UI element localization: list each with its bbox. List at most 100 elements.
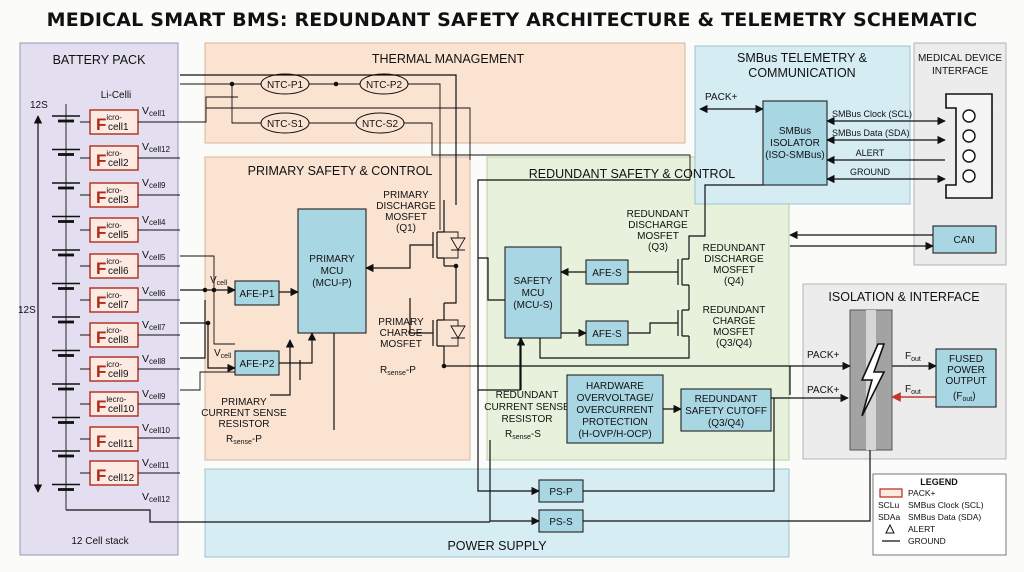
vcell-label: Vcell9 (142, 388, 166, 401)
wire-vcell-afe-p2-b (180, 255, 235, 345)
fused-output-block (935, 348, 997, 408)
legend-text: SMBus Clock (SCL) (908, 500, 984, 510)
isolation-fout-1: Fout (905, 351, 921, 363)
primary-header: PRIMARY SAFETY & CONTROL (248, 164, 433, 178)
isolation-pack-plus-1: PACK+ (807, 350, 839, 361)
smbus-isolator-line2: ISOLATOR (770, 138, 820, 149)
legend-text: ALERT (908, 524, 935, 534)
battery-cell-symbol (52, 148, 80, 156)
cell-box-sub: cell1 (108, 122, 129, 133)
smbus-isolator-line1: SMBus (779, 126, 811, 137)
cell-box-label: Flecro- (96, 395, 127, 416)
primary-current-sense-1: PRIMARY (221, 397, 267, 408)
battery-cell-symbol (52, 282, 80, 290)
isolation-pack-plus-2: PACK+ (807, 385, 839, 396)
legend-item: SCLu SMBus Clock (SCL) (878, 500, 984, 510)
legend-swatch (879, 488, 903, 498)
thermal-wire-bottom (231, 84, 691, 180)
redundant-q4-label-1: REDUNDANT (703, 243, 766, 254)
thermal-wire-mid (180, 96, 471, 160)
battery-cell-symbol (52, 450, 80, 458)
vcell-label: Vcell12 (142, 491, 170, 504)
page-title: MEDICAL SMART BMS: REDUNDANT SAFETY ARCH… (47, 9, 978, 31)
smbus-alert-label: ALERT (856, 148, 885, 158)
wire-ps-p (477, 390, 540, 496)
wire-q3-up (688, 210, 706, 248)
wire-vcell-afe-p2-c (180, 371, 235, 391)
wire-ps-s (489, 440, 540, 526)
safety-cutoff-line1: REDUNDANT (695, 394, 758, 405)
cell-box-sub: cell11 (108, 439, 134, 450)
hw-protection-line3: OVERCURRENT (576, 405, 653, 416)
medical-connector-icon (945, 93, 993, 199)
vcell-label: Vcell5 (142, 249, 166, 262)
cell-box-sub: cell10 (108, 404, 135, 415)
medical-header-line2: INTERFACE (932, 66, 988, 77)
cell-box-label: Ficro- (96, 326, 122, 347)
vcell-label: Vcell9 (142, 177, 166, 190)
primary-vcell-bottom: Vcell (214, 348, 232, 360)
wire-mcu-down (299, 333, 335, 430)
svg-text:NTC-S1: NTC-S1 (267, 119, 304, 130)
battery-pack-header: BATTERY PACK (53, 53, 147, 67)
safety-mcu-block (504, 246, 562, 339)
vcell-label: Vcell11 (142, 457, 170, 470)
can-block (932, 225, 997, 254)
vcell-label: Vcell7 (142, 319, 166, 332)
battery-cell-symbol (52, 115, 80, 123)
smbus-isolator-line3: (ISO-SMBus) (765, 150, 824, 161)
junction (205, 320, 211, 326)
hw-protection-line2: OVERVOLTAGE/ (577, 393, 654, 404)
ntc-s2: NTC-S2 (355, 112, 405, 134)
cell-box-label: Ficro- (96, 360, 122, 381)
battery-cell-symbol (52, 316, 80, 324)
cell-box: Ficro-cell8 (80, 322, 139, 348)
smbus-ground-label: GROUND (850, 167, 890, 177)
cell-wires (138, 121, 180, 474)
safety-mcu-line3: (MCU-S) (513, 300, 552, 311)
redundant-q4-label-3: MOSFET (713, 265, 755, 276)
redundant-charge-label-1: REDUNDANT (703, 305, 766, 316)
afe-s-bottom-block (585, 320, 629, 346)
primary-charge-label-3: MOSFET (380, 339, 422, 350)
safety-mcu-line1: SAFETY (514, 276, 553, 287)
svg-text:NTC-P1: NTC-P1 (267, 80, 304, 91)
fused-output-line3: OUTPUT (945, 376, 986, 387)
cell-box-label: Ficro- (96, 113, 122, 134)
cell-box-label: Ficro- (96, 257, 122, 278)
battery-symbols (52, 115, 80, 491)
junction (229, 81, 235, 87)
battery-cell-symbol (52, 383, 80, 391)
medical-header-line1: MEDICAL DEVICE (918, 53, 1002, 64)
ntc-p1: NTC-P1 (260, 73, 310, 95)
junction (202, 287, 208, 293)
vcell-label: Vcell6 (142, 285, 166, 298)
wire-q1-gate-mcu (365, 244, 425, 273)
legend-title: LEGEND (920, 477, 958, 487)
battery-cell-symbol (52, 249, 80, 257)
ps-s-label: PS-S (549, 517, 573, 528)
cell-box-label: F (96, 432, 106, 451)
battery-cell-symbol (52, 349, 80, 357)
pack-plus-main-rail (180, 74, 457, 205)
cell-box-label: Ficro- (96, 186, 122, 207)
junction (333, 81, 339, 87)
legend-key: SCLu (878, 500, 900, 510)
primary-discharge-label-4: (Q1) (396, 223, 416, 234)
safety-mcu-line2: MCU (522, 288, 545, 299)
wire-q3-isolator (704, 184, 763, 210)
primary-mcu-line1: PRIMARY (309, 254, 355, 265)
vcell-label: Vcell8 (142, 353, 166, 366)
redundant-q3-label-4: (Q3) (648, 242, 668, 253)
ntc-s1: NTC-S1 (260, 112, 310, 134)
battery-cell-symbol (52, 182, 80, 190)
afe-s-top-block (585, 259, 629, 285)
primary-mcu-line2: MCU (321, 266, 344, 277)
redundant-charge-label-4: (Q3/Q4) (716, 338, 752, 349)
isolation-barrier-icon (849, 309, 893, 451)
cell-boxes: Ficro-cell1Ficro-cell2Ficro-cell3Ficro-c… (80, 109, 139, 486)
cell-box-label: Ficro- (96, 149, 122, 170)
